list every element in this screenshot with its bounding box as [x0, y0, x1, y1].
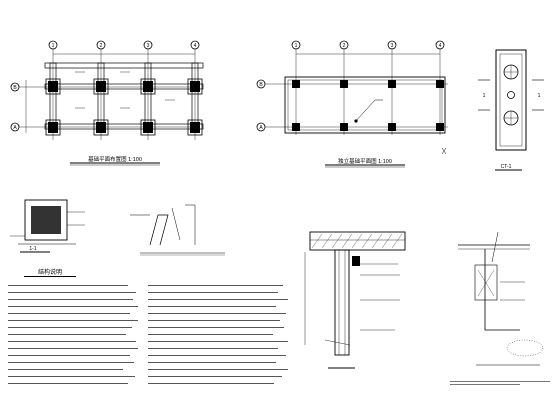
plan-right-title: 独立基础平面图 1:100	[338, 157, 392, 165]
axis-label-4: 4	[194, 43, 197, 49]
section-1-1-labels: 1-1	[29, 246, 36, 252]
notes-right-column	[148, 285, 288, 384]
axis-label-r1: 1	[295, 43, 298, 49]
plan-left-title: 基础平面布置图 1:100	[88, 155, 142, 163]
axis-label-B: B	[13, 85, 17, 91]
axis-label-1: 1	[52, 43, 55, 49]
wall-detail	[130, 204, 225, 256]
ct1-section-mark-right: 1	[538, 93, 541, 99]
axis-label-r2: 2	[343, 43, 346, 49]
foundation-plan-left	[10, 40, 204, 166]
anchor-detail	[458, 231, 544, 366]
foundation-plan-left-labels: 1 2 3 4 B A 基础平面布置图 1:100	[13, 43, 196, 163]
axis-label-r4: 4	[439, 43, 442, 49]
structural-notes	[8, 276, 288, 384]
detail-ct1-labels: 1 1 CT-1	[483, 93, 541, 170]
axis-label-2: 2	[100, 43, 103, 49]
ct1-title: CT-1	[501, 164, 512, 170]
structural-notes-labels: 结构说明	[38, 268, 62, 276]
axis-label-rA: A	[259, 125, 263, 131]
foundation-plan-right	[256, 40, 448, 168]
axis-label-A: A	[13, 125, 17, 131]
section-1-1	[10, 199, 85, 253]
section-1-1-title: 1-1	[29, 246, 36, 252]
pile-section	[304, 231, 406, 369]
detail-ct1	[478, 49, 544, 171]
notes-title-underline	[24, 276, 76, 277]
foundation-plan-right-labels: 1 2 3 4 B A 独立基础平面图 1:100	[259, 43, 441, 165]
axis-label-r3: 3	[391, 43, 394, 49]
title-block-strip	[450, 381, 550, 385]
axis-label-rB: B	[259, 82, 263, 88]
notes-left-column	[8, 285, 138, 384]
notes-title: 结构说明	[38, 268, 62, 276]
axis-label-3: 3	[147, 43, 150, 49]
ct1-section-mark-left: 1	[483, 93, 486, 99]
